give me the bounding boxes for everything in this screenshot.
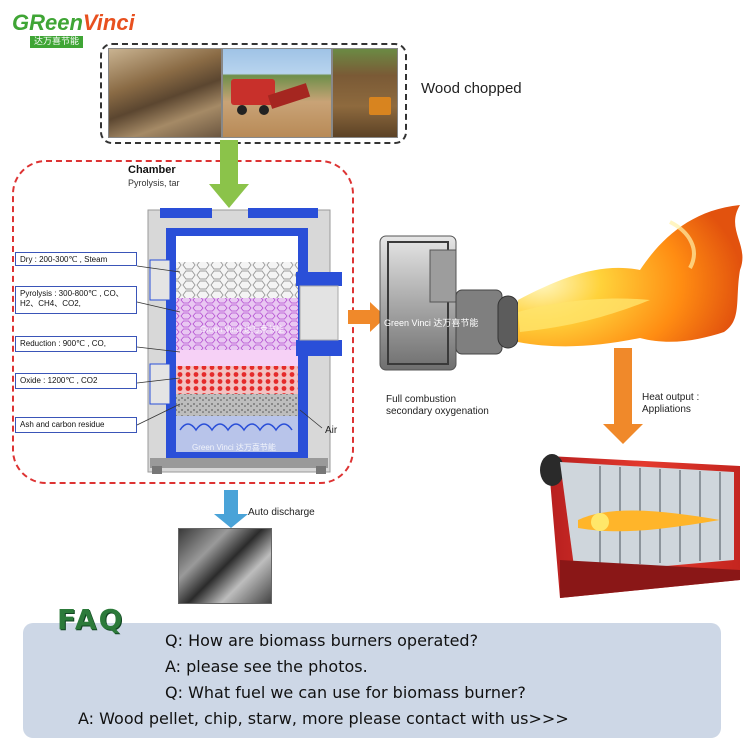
heat-output-label-line1: Heat output :	[642, 392, 700, 403]
combustion-label-line2: secondary oxygenation	[386, 406, 489, 417]
stage-oxide-label: Oxide : 1200℃ , CO2	[15, 373, 137, 389]
faq-title: FAQ	[57, 603, 125, 636]
stage-reduction-label: Reduction : 900℃ , CO,	[15, 336, 137, 352]
gasifier-vessel	[147, 208, 342, 474]
burner-unit	[379, 235, 519, 371]
faq-answer-2: A: Wood pellet, chip, starw, more please…	[78, 709, 569, 728]
wood-chipper-photo	[222, 48, 332, 138]
chamber-watermark: Green Vinci 达万喜节能	[200, 324, 284, 334]
faq-question-2: Q: What fuel we can use for biomass burn…	[165, 683, 526, 702]
air-label: Air	[325, 425, 338, 436]
stage-dry-label: Dry : 200-300℃ , Steam	[15, 252, 137, 266]
stage-pyrolysis-label: Pyrolysis : 300-800℃ , CO、H2、CH4、CO2,	[15, 286, 137, 314]
chamber-bottom-watermark: Green Vinci 达万喜节能	[192, 442, 276, 452]
wood-chopped-label: Wood chopped	[421, 80, 522, 97]
auto-discharge-label: Auto discharge	[248, 507, 315, 518]
burner-watermark: Green Vinci 达万喜节能	[384, 317, 478, 328]
chamber-subtitle: Pyrolysis, tar	[128, 178, 180, 188]
gas-arrow	[348, 302, 386, 332]
wood-chips-photo	[332, 48, 398, 138]
feed-arrow	[209, 140, 249, 208]
heat-arrow	[603, 348, 643, 444]
logo-text-orange: Vinci	[82, 10, 135, 35]
faq-answer-1: A: please see the photos.	[165, 657, 368, 676]
wood-logs-photo	[108, 48, 222, 138]
boiler-illustration	[540, 454, 740, 598]
faq-question-1: Q: How are biomass burners operated?	[165, 631, 479, 650]
brand-logo: GReenVinci 达万喜节能	[12, 10, 152, 50]
faq-panel	[23, 623, 721, 738]
wood-photo-frame	[100, 43, 407, 144]
discharge-arrow	[214, 490, 248, 528]
stage-ash-label: Ash and carbon residue	[15, 417, 137, 433]
flame-illustration	[518, 205, 743, 347]
ash-discharge-photo	[178, 528, 272, 604]
logo-text-green: GReen	[12, 10, 83, 35]
chamber-title: Chamber	[128, 164, 176, 176]
logo-wordmark: GReenVinci	[12, 10, 135, 36]
heat-output-label-line2: Appliations	[642, 404, 691, 415]
combustion-label-line1: Full combustion	[386, 394, 457, 405]
logo-text-cn: 达万喜节能	[30, 36, 84, 48]
stage-leader-lines	[136, 265, 323, 429]
